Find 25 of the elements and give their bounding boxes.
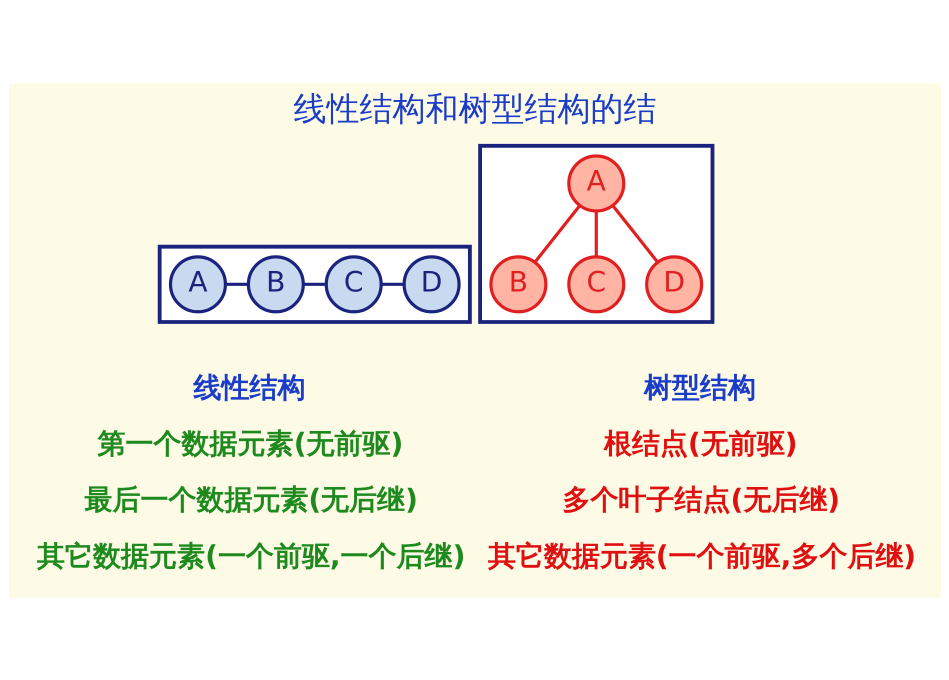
- connector: [611, 204, 658, 263]
- label: 线性结构: [192, 370, 305, 404]
- label: 树型结构: [644, 370, 756, 404]
- connector: [225, 282, 248, 286]
- label: 最后一个数据元素(无后继): [84, 482, 418, 516]
- node-circle: A: [168, 254, 226, 313]
- node-circle: D: [402, 254, 460, 313]
- node-circle: B: [488, 254, 547, 313]
- label: 多个叶子结点(无后继): [562, 482, 840, 516]
- label: 根结点(无前驱): [603, 426, 798, 460]
- connector: [594, 210, 598, 256]
- label: 第一个数据元素(无前驱): [97, 426, 403, 460]
- connector: [381, 282, 404, 286]
- node-circle: D: [644, 254, 703, 313]
- connector: [533, 204, 581, 263]
- cluster: [157, 244, 472, 324]
- node-circle: C: [324, 254, 382, 313]
- label: 其它数据元素(一个前驱,一个后继): [36, 538, 465, 572]
- cluster: [478, 143, 714, 324]
- connector: [303, 282, 326, 286]
- label: 其它数据元素(一个前驱,多个后继): [487, 538, 916, 572]
- node-circle: A: [566, 154, 625, 212]
- node-circle: C: [566, 254, 625, 313]
- diagram-title: 线性结构和树型结构的结: [293, 88, 656, 128]
- node-circle: B: [246, 254, 304, 313]
